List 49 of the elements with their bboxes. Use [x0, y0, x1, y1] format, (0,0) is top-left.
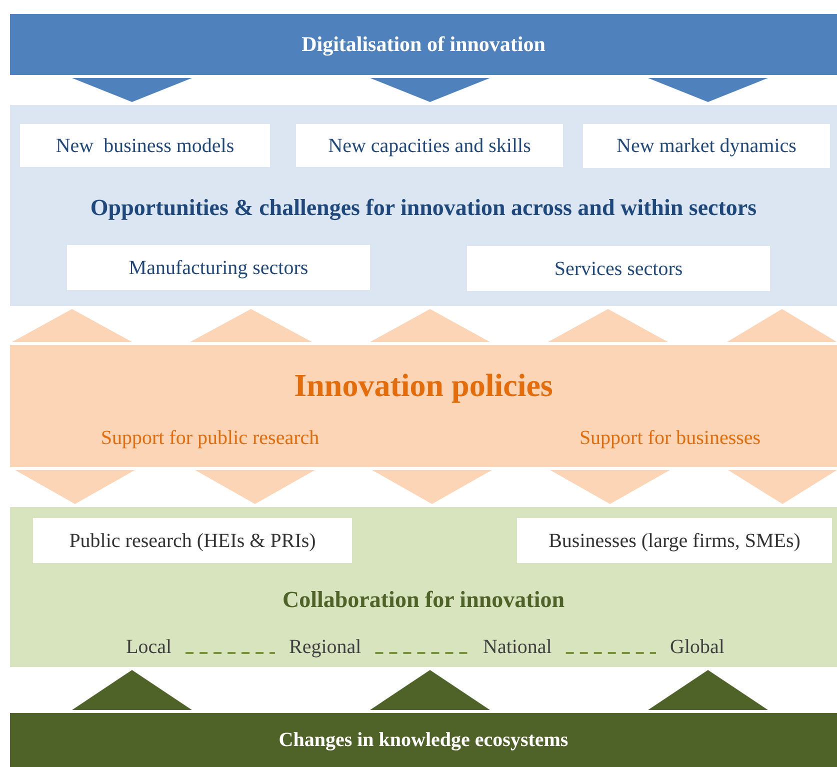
text-box — [517, 518, 832, 563]
chevron-arrow — [648, 670, 768, 710]
box-label: Public research (HEIs & PRIs) — [69, 528, 316, 554]
dashed-connector — [186, 652, 275, 654]
band-title: Innovation policies — [293, 366, 554, 405]
scale-label: National — [483, 634, 552, 660]
box-label: Manufacturing sectors — [128, 256, 308, 280]
chevron-arrow — [372, 470, 492, 504]
box-label: New market dynamics — [616, 134, 796, 159]
chevron-arrow — [548, 309, 668, 342]
band-title: Collaboration for innovation — [282, 586, 566, 614]
band-title: Opportunities & challenges for innovation across and within sectors — [89, 194, 758, 222]
text-box — [20, 124, 270, 167]
chevron-arrow — [15, 470, 135, 504]
scale-label: Regional — [289, 634, 362, 660]
dashed-connector — [566, 652, 656, 654]
chevron-arrow — [550, 470, 670, 504]
chevron-arrow — [72, 670, 192, 710]
chevron-arrow — [195, 470, 315, 504]
footer-band — [10, 713, 837, 767]
chevron-arrow — [728, 470, 837, 504]
chevron-arrow — [727, 309, 837, 342]
chevron-arrow — [190, 309, 312, 342]
box-label: New business models — [56, 134, 234, 158]
text-box — [583, 124, 830, 168]
text-box — [33, 518, 352, 563]
text-box — [67, 245, 370, 290]
box-label: New capacities and skills — [328, 134, 531, 158]
chevron-arrow — [648, 78, 768, 102]
chevron-arrow — [370, 309, 490, 342]
scale-label: Local — [126, 634, 172, 660]
band-panel — [10, 105, 837, 306]
header-band — [10, 14, 837, 75]
chevron-arrow — [72, 78, 192, 102]
band-title: Digitalisation of innovation — [302, 30, 546, 58]
chevron-arrow — [370, 670, 490, 710]
band-subtitle: Support for public research — [100, 426, 320, 451]
box-label: Businesses (large firms, SMEs) — [548, 528, 800, 554]
scale-label: Global — [670, 634, 724, 660]
text-box — [296, 124, 563, 167]
band-panel — [10, 507, 837, 667]
box-label: Services sectors — [554, 256, 683, 282]
dashed-connector — [375, 652, 469, 654]
policy-band — [10, 345, 837, 467]
band-subtitle: Support for businesses — [578, 426, 762, 451]
band-title: Changes in knowledge ecosystems — [278, 728, 568, 753]
text-box — [467, 246, 770, 291]
chevron-arrow — [370, 78, 490, 102]
chevron-arrow — [12, 309, 132, 342]
